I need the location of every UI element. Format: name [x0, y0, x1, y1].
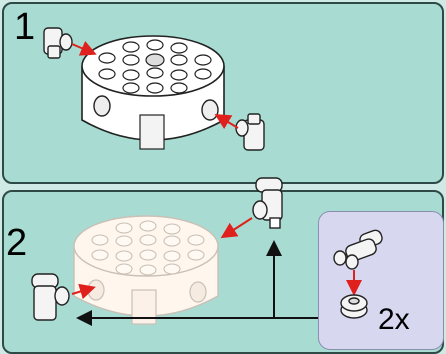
round-brick-icon — [82, 36, 224, 149]
round-plate-icon — [341, 295, 367, 318]
red-arrow-icon — [72, 44, 93, 53]
clip-piece-icon — [44, 28, 72, 58]
clip-piece-icon — [236, 114, 264, 150]
red-arrow-icon — [224, 218, 252, 236]
black-arrow-icon — [274, 244, 318, 318]
binoculars-piece-icon — [334, 229, 384, 269]
binoculars-piece-icon — [253, 178, 282, 228]
binoculars-piece-icon — [32, 274, 69, 320]
round-brick-icon — [74, 216, 218, 324]
